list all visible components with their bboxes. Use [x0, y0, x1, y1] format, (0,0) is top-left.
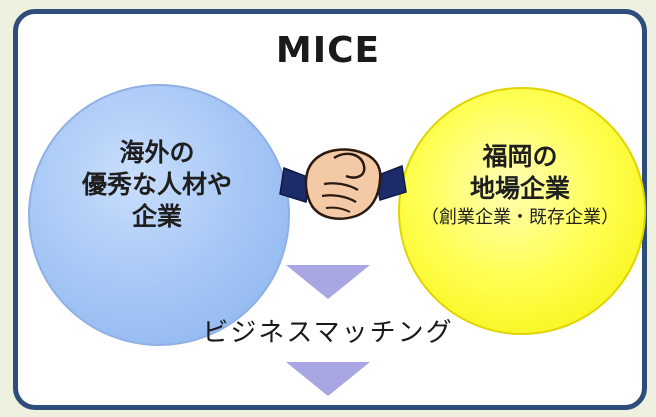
overseas-talent-circle	[28, 84, 290, 346]
overseas-talent-line1: 海外の	[119, 138, 195, 167]
local-companies-line1: 福岡の	[482, 142, 558, 171]
business-matching-label: ビジネスマッチング	[202, 318, 454, 348]
overseas-talent-line3: 企業	[131, 201, 182, 231]
local-companies-line2: 地場企業	[469, 173, 570, 203]
diagram-title: MICE	[275, 30, 381, 71]
local-companies-circle	[398, 87, 646, 335]
local-companies-label: 福岡の 地場企業 （創業企業・既存企業）	[398, 142, 642, 231]
down-arrow-icon	[286, 265, 370, 299]
down-arrow-icon	[286, 362, 370, 396]
overseas-talent-label: 海外の 優秀な人材や 企業	[28, 138, 286, 234]
overseas-talent-line2: 優秀な人材や	[81, 169, 232, 199]
handshake-icon	[279, 148, 407, 220]
local-companies-line3: （創業企業・既存企業）	[421, 206, 619, 228]
